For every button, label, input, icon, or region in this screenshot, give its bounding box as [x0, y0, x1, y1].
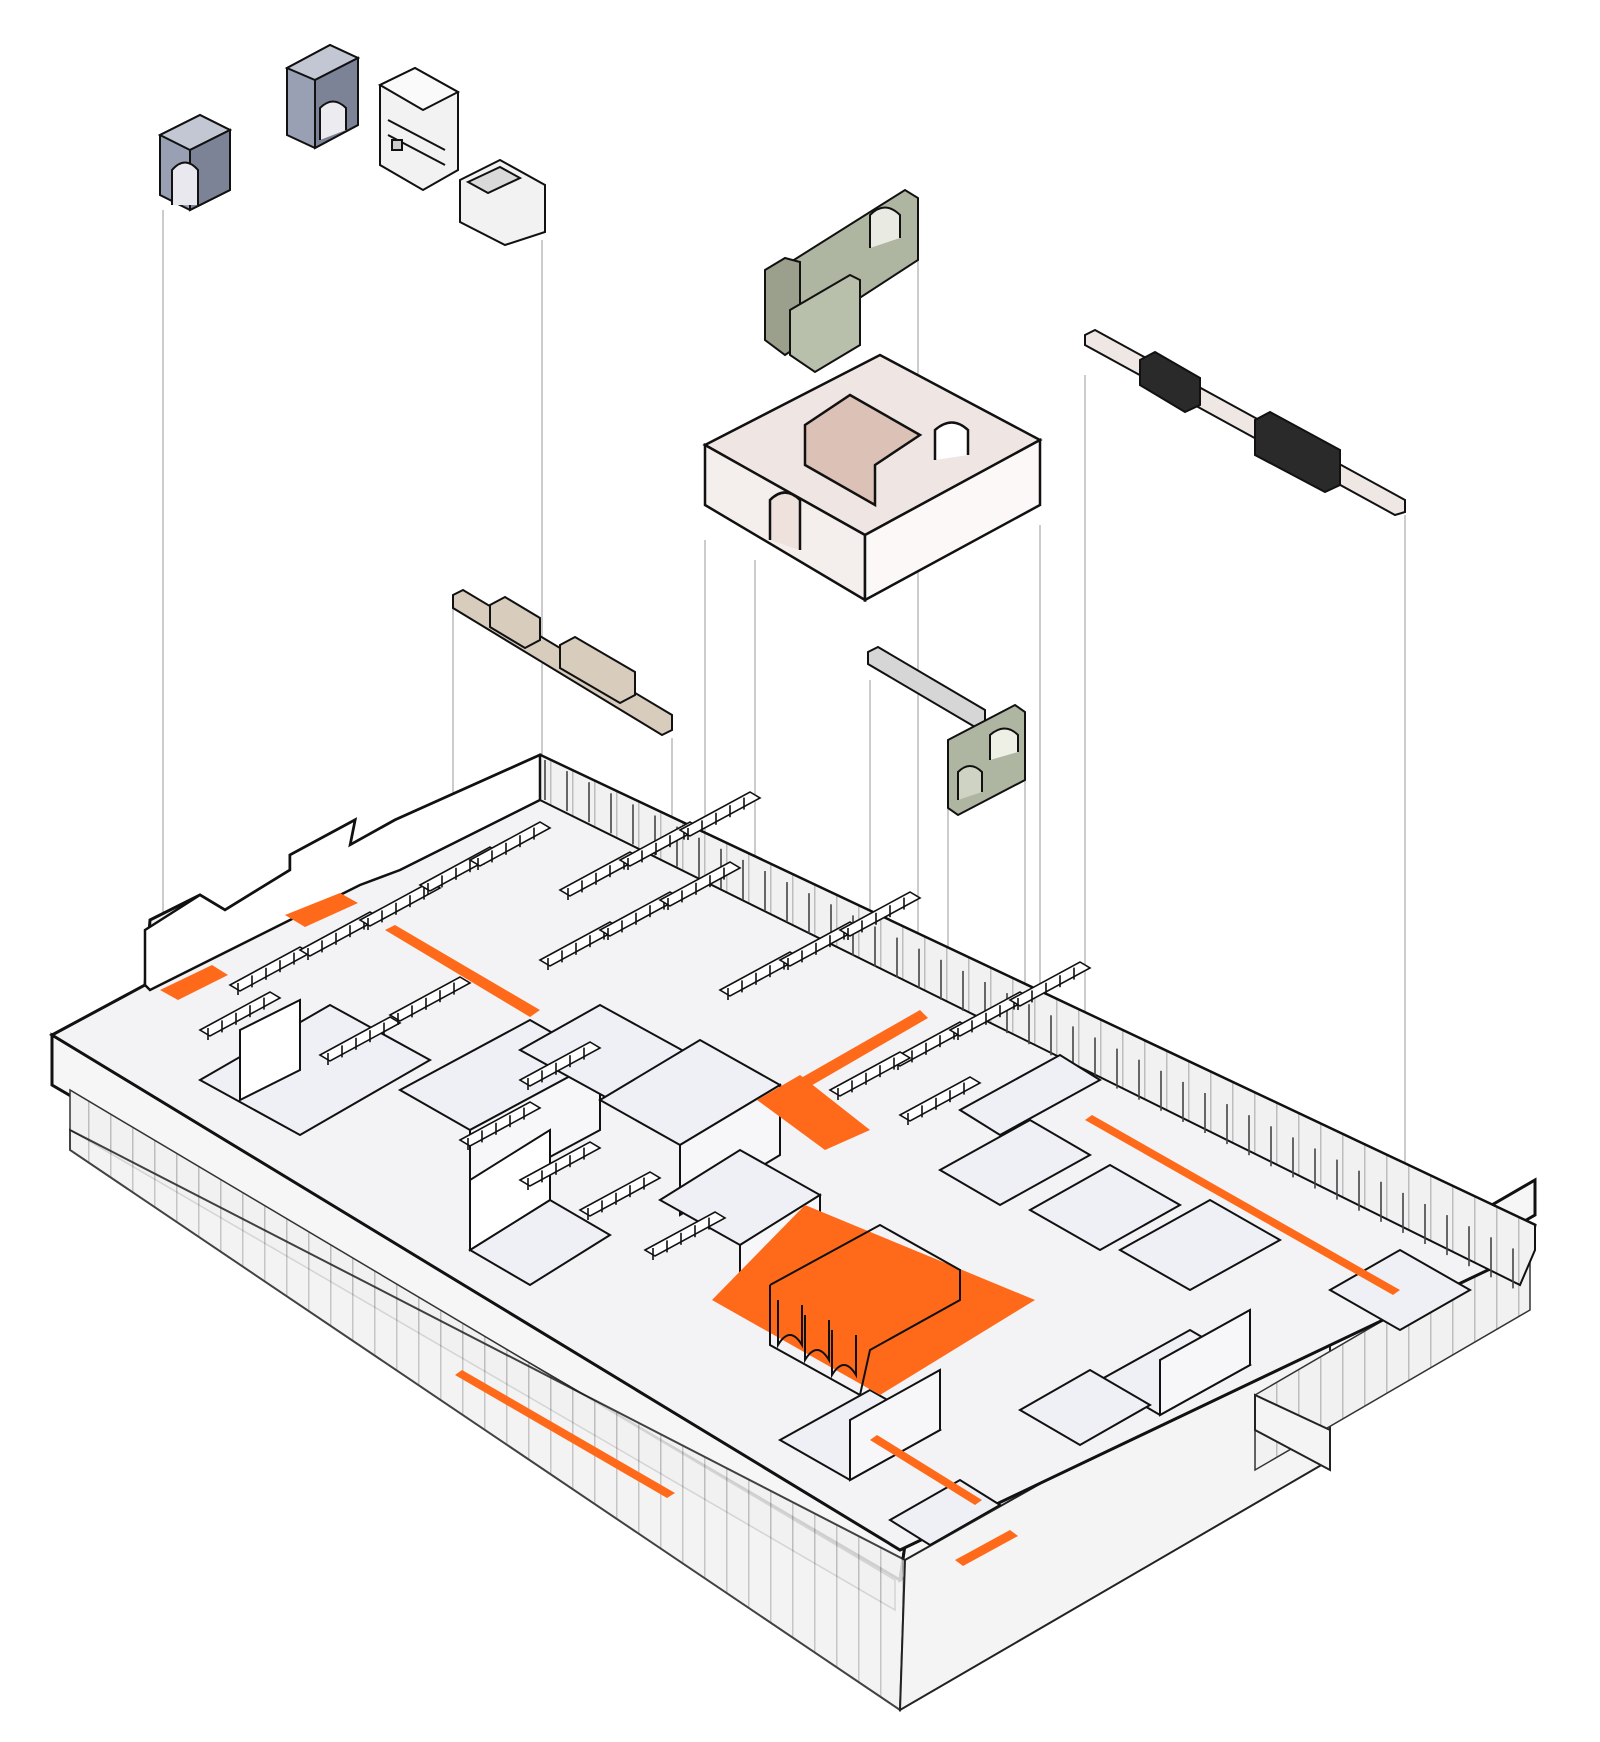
room-p: [958, 1053, 1102, 1137]
reception-arches: [769, 1223, 961, 1397]
pink-bench-block: [803, 393, 923, 508]
kitchen-unit: [377, 66, 461, 192]
arch-front-1: [777, 1300, 803, 1349]
desk-rail-left: [452, 588, 673, 737]
exploded-components: [157, 43, 1406, 817]
grey-arch-pod-left: [157, 113, 233, 212]
orange-accent-zones: [160, 893, 1400, 1566]
accent-top-left-1: [160, 965, 228, 1000]
arch-front-2: [804, 1315, 830, 1364]
annex-front: [1254, 1393, 1331, 1472]
room-h: [937, 1118, 1093, 1207]
room-i: [1027, 1163, 1183, 1252]
accent-right-band: [1085, 1115, 1400, 1295]
desk-row: [458, 1101, 542, 1147]
room-m-wall: [849, 1368, 941, 1482]
accent-mid-strip: [870, 1435, 982, 1505]
accent-bottom-strip: [955, 1530, 1018, 1566]
long-desk-rail-right: [1084, 328, 1406, 517]
room-l: [1018, 1368, 1152, 1447]
back-wall-left: [143, 753, 542, 992]
room-k-wall: [1159, 1308, 1251, 1417]
desk-row: [578, 1171, 662, 1217]
room-g-wall: [469, 1128, 551, 1252]
reception-bench: [459, 158, 546, 247]
green-arch-wall: [947, 703, 1026, 817]
desk-row: [838, 891, 922, 937]
desk-row: [198, 991, 282, 1037]
desk-rail-middle: [867, 645, 986, 729]
accent-front-band: [455, 1370, 675, 1498]
room-b: [239, 998, 301, 1102]
desk-row: [388, 976, 472, 1022]
desk-row: [678, 791, 762, 837]
desk-row: [318, 1016, 402, 1062]
desk-row: [358, 881, 442, 927]
desk-row: [658, 861, 742, 907]
accent-diagonal-left: [385, 925, 540, 1017]
desk-row: [1008, 961, 1092, 1007]
arch-front-3: [831, 1330, 857, 1379]
green-shelving-wall-top: [764, 188, 919, 374]
desk-clusters: [198, 791, 1092, 1260]
accent-reception-square: [712, 1205, 1035, 1395]
room-j: [1117, 1198, 1283, 1292]
meeting-room-box: [702, 353, 1043, 603]
desk-row: [468, 821, 552, 867]
desk-row: [518, 1141, 602, 1187]
desk-row: [518, 1041, 602, 1087]
reception-frame: [769, 1223, 961, 1397]
desk-row: [898, 1076, 982, 1122]
accent-corridor-bar: [780, 1010, 928, 1098]
accent-top-left-2: [285, 893, 358, 927]
desk-row: [643, 1211, 727, 1257]
desk-row: [828, 1051, 912, 1097]
grey-arch-pod-right: [284, 43, 361, 150]
